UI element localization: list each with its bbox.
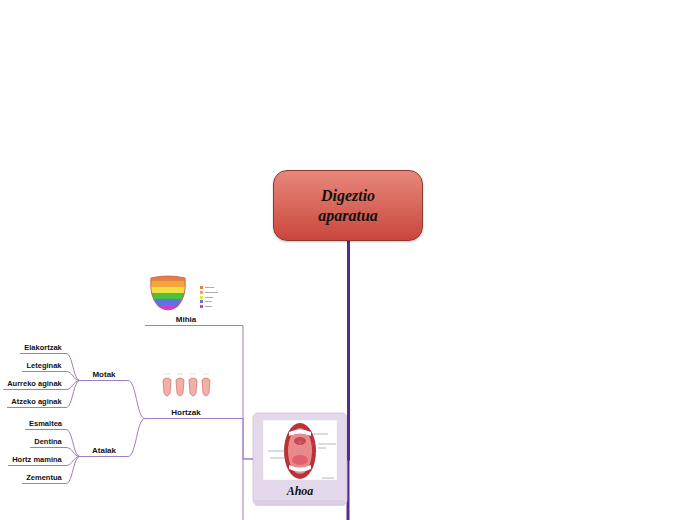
leaf-label: Hortz mamina xyxy=(8,453,66,466)
branch-connector xyxy=(66,457,80,484)
node-label: Elakortzak xyxy=(24,342,62,353)
node-label: Esmaltea xyxy=(29,418,62,429)
branch-connector xyxy=(227,419,253,460)
leaf-label: Dentina xyxy=(30,435,66,448)
title-text: Digeztio aparatua xyxy=(303,186,393,226)
box-shadow xyxy=(255,500,345,506)
branch-connector xyxy=(227,326,253,460)
node-label: Hortz mamina xyxy=(12,454,62,465)
topic-box: Ahoa xyxy=(253,413,347,505)
subtopic-label: Motak xyxy=(80,367,128,381)
branch-connector xyxy=(128,419,145,457)
title-box: Digeztio aparatua xyxy=(273,170,423,241)
branch-label: Hortzak xyxy=(145,360,227,419)
mouth-box-ground xyxy=(253,413,347,505)
tongue-picture xyxy=(148,274,218,315)
leaf-label: Esmaltea xyxy=(25,417,66,430)
branch-connector xyxy=(66,381,80,408)
branch-label: Mihia xyxy=(145,272,227,326)
node-label: Motak xyxy=(92,369,115,380)
branch-connector xyxy=(66,448,80,457)
branch-connector xyxy=(66,372,80,381)
branch-connector xyxy=(128,381,145,419)
leaf-label: Aurreko aginak xyxy=(3,377,66,390)
leaf-label: Elakortzak xyxy=(20,341,66,354)
node-label: Aurreko aginak xyxy=(7,378,62,389)
node-label: Mihia xyxy=(176,314,196,325)
leaf-label: Zementua xyxy=(22,471,66,484)
branch-connector xyxy=(66,430,80,457)
node-label: Ahoa xyxy=(287,484,314,499)
mouth-picture xyxy=(263,420,337,480)
branch-line xyxy=(243,458,244,520)
trunk-connector xyxy=(347,241,349,459)
teeth-picture xyxy=(163,374,210,396)
node-label: Zementua xyxy=(26,472,61,483)
node-label: Leteginak xyxy=(26,360,61,371)
subtopic-label: Atalak xyxy=(80,443,128,457)
node-label: Atalak xyxy=(92,445,116,456)
leaf-label: Atzeko aginak xyxy=(7,395,66,408)
leaf-label: Leteginak xyxy=(22,359,66,372)
node-label: Hortzak xyxy=(171,407,200,418)
node-label: Dentina xyxy=(34,436,62,447)
node-label: Atzeko aginak xyxy=(11,396,61,407)
branch-connector xyxy=(66,354,80,381)
